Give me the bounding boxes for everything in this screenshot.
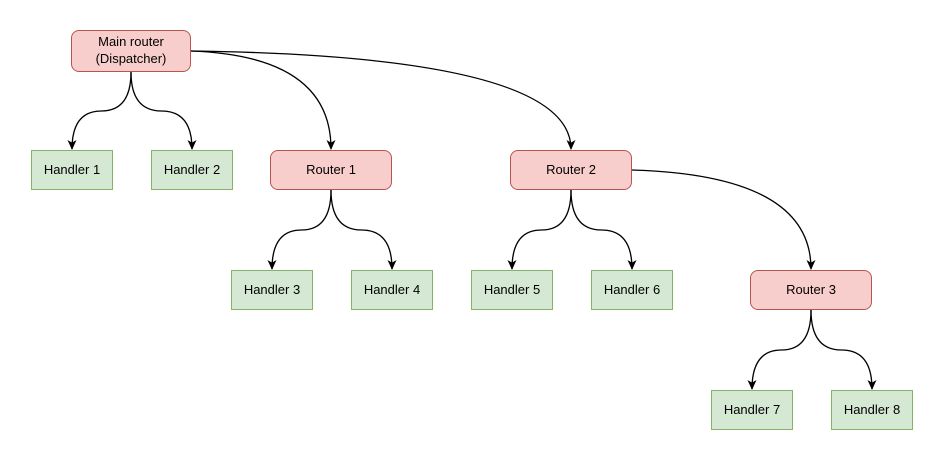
node-handler-1: Handler 1 [31, 150, 113, 190]
edge-main-router-to-router-2 [190, 50, 576, 150]
edge-router-2-to-handler-6 [570, 189, 637, 270]
node-router-3: Router 3 [750, 270, 872, 310]
node-handler-4: Handler 4 [351, 270, 433, 310]
node-label: Handler 4 [363, 281, 421, 297]
node-label: Handler 5 [483, 281, 541, 297]
node-handler-7: Handler 7 [711, 390, 793, 430]
node-router-2: Router 2 [510, 150, 632, 190]
edge-main-router-to-handler-1 [67, 71, 132, 150]
node-handler-2: Handler 2 [151, 150, 233, 190]
node-label: Handler 6 [603, 281, 661, 297]
node-label: Handler 1 [43, 161, 101, 177]
edge-router-2-to-handler-5 [507, 189, 572, 270]
node-label: Main router [98, 34, 164, 50]
edge-main-router-to-handler-2 [130, 71, 197, 150]
edge-router-3-to-handler-8 [810, 309, 877, 390]
node-handler-8: Handler 8 [831, 390, 913, 430]
edge-router-1-to-handler-3 [267, 189, 332, 270]
edge-router-2-to-router-3 [631, 169, 816, 270]
node-handler-3: Handler 3 [231, 270, 313, 310]
node-handler-5: Handler 5 [471, 270, 553, 310]
node-label: Handler 7 [723, 401, 781, 417]
node-label: Router 2 [546, 161, 596, 177]
node-label: Handler 8 [843, 401, 901, 417]
node-label: Handler 3 [243, 281, 301, 297]
edge-main-router-to-router-1 [190, 50, 336, 150]
node-router-1: Router 1 [270, 150, 392, 190]
node-main-router: Main router(Dispatcher) [71, 30, 191, 72]
edge-router-1-to-handler-4 [330, 189, 397, 270]
node-label: (Dispatcher) [95, 51, 167, 66]
node-label: Router 1 [306, 161, 356, 177]
edge-router-3-to-handler-7 [747, 309, 812, 390]
node-label: Router 3 [786, 281, 836, 297]
node-label: Handler 2 [163, 161, 221, 177]
node-handler-6: Handler 6 [591, 270, 673, 310]
